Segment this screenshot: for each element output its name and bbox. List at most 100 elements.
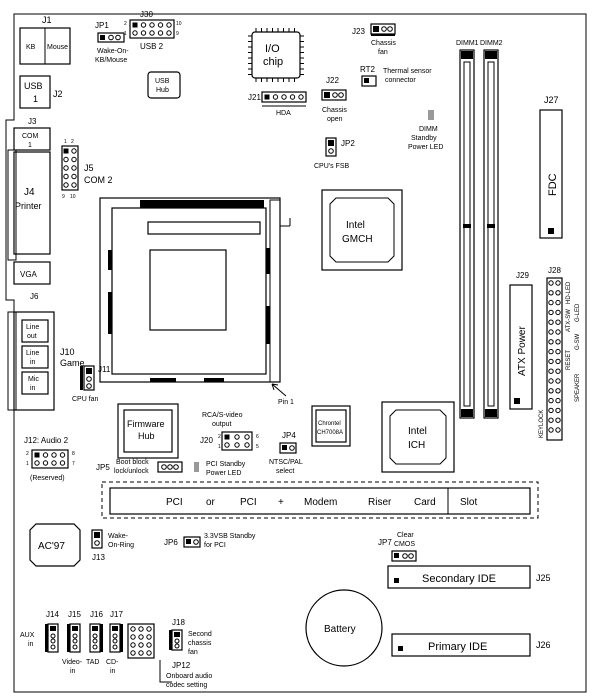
- header-pin: [555, 397, 561, 404]
- header-pin: [140, 30, 147, 36]
- header-pin: [548, 348, 554, 355]
- header-pin: [59, 460, 66, 466]
- label-rca-2: output: [212, 421, 232, 428]
- header-pin: [146, 626, 152, 632]
- label-j12: J12: Audio 2: [24, 436, 69, 445]
- label-chassis-fan-1: Chassis: [371, 40, 396, 47]
- label-secondary-ide: Secondary IDE: [422, 573, 496, 585]
- label-j25: J25: [536, 573, 551, 583]
- header-pin: [548, 417, 554, 423]
- label-dimm1: DIMM1: [456, 40, 479, 47]
- label-pci-led-2: Power LED: [206, 470, 241, 477]
- header-pin: [71, 156, 77, 163]
- header-pin: [555, 427, 561, 433]
- label-j5-p9: 9: [62, 194, 65, 200]
- label-com2: COM 2: [84, 175, 113, 185]
- label-clear-1: Clear: [397, 532, 414, 539]
- com1-connector: [13, 127, 51, 151]
- label-j30-p1: 1: [124, 31, 127, 37]
- header-pin: [548, 319, 554, 325]
- jp5-boot-jumper: [157, 461, 183, 473]
- jp2-fsb-jumper: [325, 137, 337, 157]
- header-pin: [298, 94, 304, 100]
- label-chassis-open-1: Chassis: [322, 107, 347, 114]
- label-thermal-1: Thermal sensor: [383, 68, 432, 75]
- io-chip: [248, 28, 304, 82]
- label-io-2: chip: [263, 56, 283, 68]
- header-pin: [138, 626, 144, 632]
- j20-video-header: [221, 431, 253, 451]
- label-usb: USB: [24, 81, 43, 91]
- label-j5-p1: 1: [64, 139, 67, 145]
- label-rca-1: RCA/S-video: [202, 412, 243, 419]
- header-pin: [146, 642, 152, 648]
- pci-standby-led: [194, 462, 199, 472]
- header-pin: [63, 165, 69, 171]
- label-line-in-2: in: [30, 359, 36, 366]
- label-vga: VGA: [20, 270, 38, 279]
- header-pin: [149, 22, 155, 28]
- label-second-fan-3: fan: [188, 649, 198, 656]
- label-fdc: FDC: [547, 173, 559, 196]
- label-onboard-1: Onboard audio: [166, 673, 212, 680]
- label-jp1: JP1: [95, 21, 109, 30]
- ac97-codec-chip: [29, 523, 81, 567]
- label-j23: J23: [352, 27, 365, 36]
- header-pin: [224, 442, 230, 448]
- header-pin: [548, 329, 554, 335]
- label-mic-in-2: in: [30, 385, 36, 392]
- label-rt2: RT2: [360, 65, 376, 74]
- dimm2-slot: [483, 49, 499, 419]
- label-usb-hub-2: Hub: [156, 87, 169, 94]
- jp1-jumper: [97, 32, 125, 43]
- header-pin: [42, 460, 49, 466]
- label-j12-p8: 8: [72, 451, 75, 457]
- j30-header: [129, 19, 175, 39]
- label-slot-pci-2: PCI: [240, 497, 257, 508]
- label-j5-p10: 10: [70, 194, 76, 200]
- header-pin: [272, 94, 279, 100]
- label-tad: TAD: [86, 659, 99, 666]
- label-j12-p1: 1: [26, 461, 29, 467]
- label-j27: J27: [544, 95, 559, 105]
- label-j20-p5: 5: [256, 444, 259, 450]
- header-pin: [146, 634, 152, 640]
- header-pin: [555, 299, 561, 306]
- label-j14: J14: [46, 610, 59, 619]
- label-j10: J10: [60, 347, 75, 357]
- label-line-out-2: out: [27, 333, 37, 340]
- header-pin: [157, 30, 164, 36]
- label-standby-1: 3.3VSB Standby: [204, 533, 256, 540]
- label-aux-1: AUX: [20, 632, 35, 639]
- header-pin: [548, 427, 554, 433]
- fdc-connector: [539, 109, 563, 239]
- header-pin: [138, 634, 144, 640]
- label-com-num: 1: [28, 142, 32, 149]
- label-printer: Printer: [15, 201, 42, 211]
- label-j30-p10: 10: [176, 21, 182, 27]
- label-j1: J1: [42, 15, 52, 25]
- label-j16: J16: [90, 610, 103, 619]
- label-j21: J21: [248, 93, 261, 102]
- label-cd-1: CD-: [106, 659, 119, 666]
- label-j12-p7: 7: [72, 461, 75, 467]
- header-pin: [281, 94, 287, 100]
- label-j5: J5: [84, 163, 94, 173]
- label-j30: J30: [140, 10, 153, 19]
- j14-aux-in-header: [45, 623, 59, 653]
- j11-cpu-fan-header: [80, 365, 95, 391]
- header-pin: [166, 22, 172, 28]
- label-jp5: JP5: [96, 463, 110, 472]
- secondary-ide-connector: [387, 565, 531, 589]
- label-gmch-2: GMCH: [342, 234, 373, 245]
- header-pin: [130, 650, 136, 656]
- header-pin: [130, 634, 136, 640]
- label-j28: J28: [548, 266, 561, 275]
- header-pin: [548, 368, 554, 374]
- label-mic-in-1: Mic: [28, 376, 39, 383]
- header-pin: [138, 650, 144, 656]
- label-j22: J22: [326, 76, 339, 85]
- label-jp4: JP4: [282, 431, 296, 440]
- jp4-ntsc-jumper: [279, 442, 297, 454]
- label-aux-2: in: [28, 641, 34, 648]
